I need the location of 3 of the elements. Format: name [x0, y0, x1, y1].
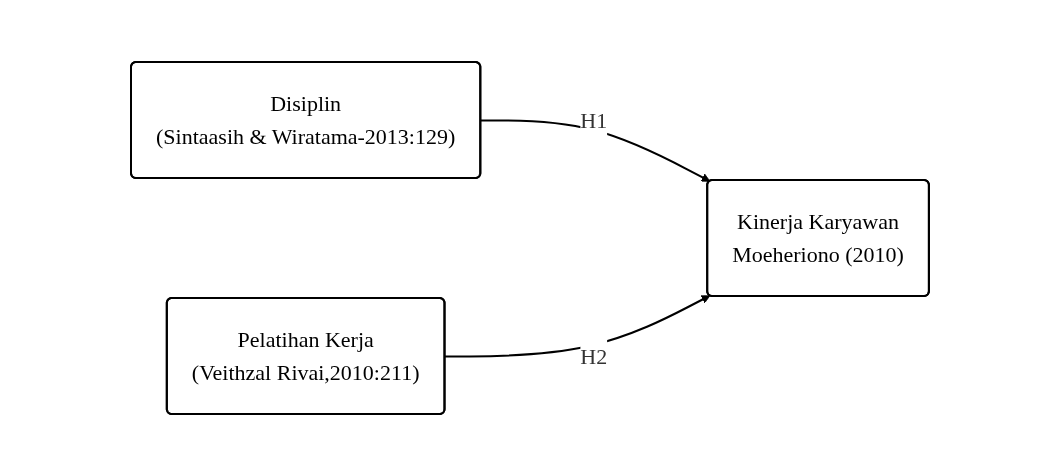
edge-label: H2 [580, 343, 608, 368]
arrow [444, 294, 711, 357]
edge-label: H1 [580, 107, 608, 132]
